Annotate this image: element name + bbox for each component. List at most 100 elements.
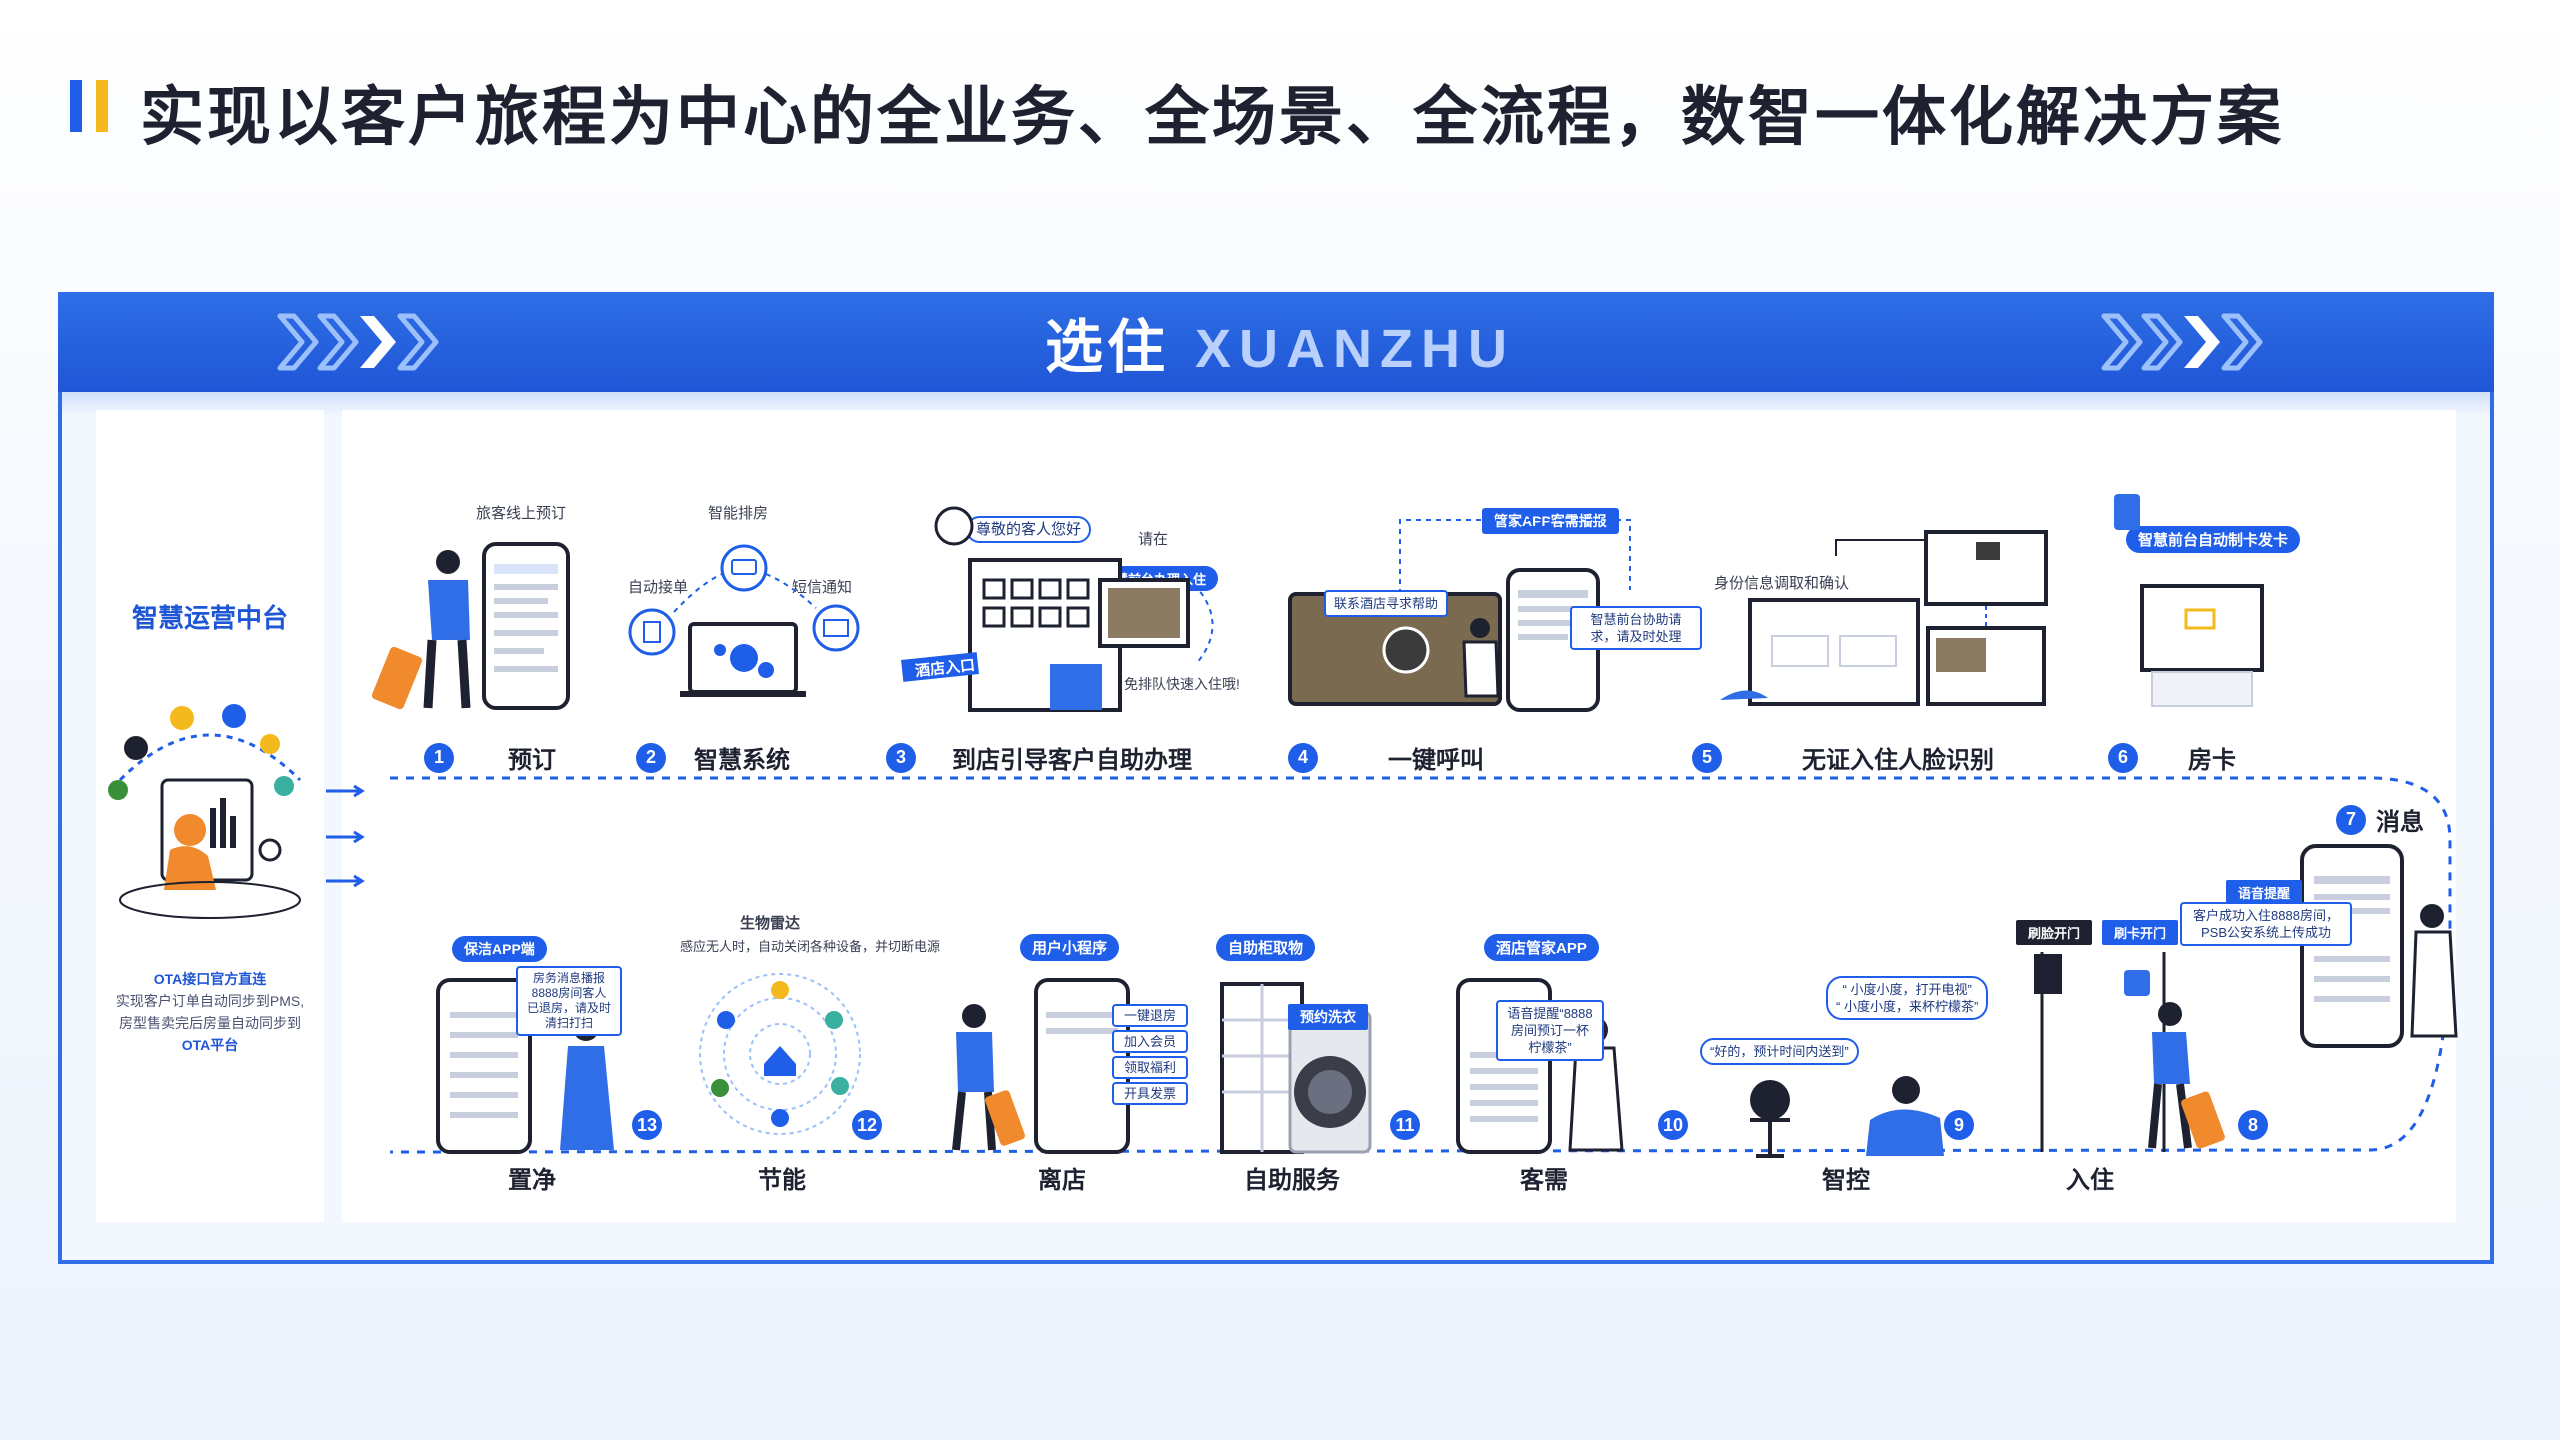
step-number: 3	[886, 742, 916, 773]
step-label: 一键呼叫	[1388, 747, 1484, 774]
step-8: 入住	[2066, 1160, 2114, 1195]
guest-request-illustration	[1456, 978, 1624, 1154]
banner-title-en: XUANZHU	[1195, 319, 1515, 379]
step-label: 自助服务	[1244, 1167, 1340, 1194]
step-label: 客需	[1520, 1167, 1568, 1194]
journey-path	[389, 776, 2452, 1154]
step-4: 4 一键呼叫	[1288, 740, 1484, 775]
step-7: 7 消息	[2336, 802, 2424, 837]
step-energy-number: 12	[852, 1110, 882, 1140]
message-illustration	[2300, 844, 2458, 1048]
step-13: 置净	[508, 1160, 556, 1195]
step12-item-3: 领取福利	[1112, 1056, 1189, 1079]
step12-item-1: 一键退房	[1112, 1004, 1189, 1027]
step12-tag: 用户小程序	[1020, 934, 1120, 961]
smart-control-illustration	[1750, 1076, 1944, 1158]
step13-tag: 保洁APP端	[452, 936, 547, 962]
step10-tag: 酒店管家APP	[1484, 934, 1599, 961]
step-label: 智控	[1822, 1167, 1870, 1194]
step7-tag: 语音提醒	[2226, 880, 2303, 905]
step-11-number: 11	[1390, 1110, 1420, 1140]
step-number: 5	[1692, 742, 1722, 773]
ops-note-line4: OTA平台	[181, 1037, 239, 1053]
check-in-illustration	[2034, 952, 2225, 1152]
step3-bubble: 尊敬的客人您好	[966, 516, 1092, 543]
ops-center-title: 智慧运营中台	[131, 603, 288, 633]
flow-arrow-icon	[326, 874, 365, 888]
step-13-number: 13	[632, 1110, 662, 1140]
step-3: 3 到店引导客户自助办理	[886, 740, 1192, 775]
booking-illustration	[371, 542, 570, 710]
ops-note-line1: OTA接口官方直连	[153, 971, 267, 987]
chevrons-right-icon	[2101, 313, 2263, 371]
bio-radar-illustration	[699, 973, 861, 1135]
step4-box1: 联系酒店寻求帮助	[1324, 590, 1449, 617]
ops-center-note: OTA接口官方直连 实现客户订单自动同步到PMS, 房型售卖完后房量自动同步到 …	[104, 968, 316, 1056]
step-label: 无证入住人脸识别	[1802, 747, 1994, 774]
step12-item-2: 加入会员	[1112, 1030, 1189, 1053]
step11-tag2: 预约洗衣	[1288, 1004, 1368, 1030]
face-recognition-illustration	[1720, 530, 2048, 706]
step-10: 客需	[1520, 1160, 1568, 1195]
step-9-number: 9	[1944, 1110, 1974, 1140]
step-label: 消息	[2376, 809, 2424, 836]
step-number: 6	[2108, 742, 2138, 773]
step-label: 房卡	[2188, 747, 2236, 774]
step-number: 7	[2336, 804, 2366, 835]
step13-box: 房务消息播报8888房间客人已退房，请及时清扫打扫	[516, 966, 622, 1036]
journey-panel	[342, 410, 2456, 1222]
step-label: 节能	[758, 1167, 806, 1194]
banner-title: 选住 XUANZHU	[0, 300, 2560, 384]
step12-item-4: 开具发票	[1112, 1082, 1189, 1105]
radar-sub: 感应无人时，自动关闭各种设备，并切断电源	[680, 939, 941, 954]
step4-box2: 智慧前台协助请求，请及时处理	[1570, 606, 1702, 650]
banner	[58, 292, 2494, 392]
step-label: 到店引导客户自助办理	[952, 747, 1192, 774]
step4-tag: 管家APP客需播报	[1482, 508, 1619, 534]
step2-caption: 智能排房	[708, 505, 769, 522]
step-10-number: 10	[1658, 1110, 1688, 1140]
step-6: 6 房卡	[2108, 740, 2236, 775]
step-number: 4	[1288, 742, 1318, 773]
step-label: 智慧系统	[694, 747, 790, 774]
self-service-illustration	[1220, 982, 1372, 1154]
card-dispenser-illustration	[2114, 494, 2264, 707]
step2-right-caption: 短信通知	[792, 579, 853, 596]
step5-caption: 身份信息调取和确认	[1714, 575, 1850, 592]
radar-caption: 生物雷达	[740, 915, 801, 932]
step9-box1-line: “ 小度小度，打开电视”	[1842, 982, 1972, 997]
page-title: 实现以客户旅程为中心的全业务、全场景、全流程，数智一体化解决方案	[140, 81, 2284, 153]
step3-sub: 请在	[1138, 531, 1169, 548]
step2-left-caption: 自动接单	[628, 579, 689, 596]
step1-caption: 旅客线上预订	[476, 505, 567, 522]
step8-tag2: 刷卡开门	[2102, 920, 2179, 945]
step7-box: 客户成功入住8888房间，PSB公安系统上传成功	[2180, 902, 2352, 946]
step6-tag: 智慧前台自动制卡发卡	[2126, 526, 2301, 553]
step-12: 离店	[1038, 1160, 1086, 1195]
step-label: 置净	[508, 1167, 556, 1194]
ops-note-line3: 房型售卖完后房量自动同步到	[119, 1015, 301, 1031]
flow-arrow-icon	[326, 830, 365, 844]
title-accent-yellow	[96, 80, 108, 132]
step-energy: 节能	[758, 1160, 806, 1195]
checkout-illustration	[952, 978, 1130, 1154]
step11-tag: 自助柜取物	[1216, 934, 1316, 961]
banner-title-cn: 选住	[1044, 315, 1169, 380]
step3-note: 免排队快速入住哦!	[1124, 676, 1240, 692]
smart-system-illustration	[628, 544, 860, 697]
step-label: 入住	[2066, 1167, 2114, 1194]
title-accent-blue	[70, 80, 82, 132]
step-11: 自助服务	[1244, 1160, 1340, 1195]
step9-box3: “好的，预计时间内送到”	[1700, 1038, 1859, 1065]
hotel-entrance-illustration	[901, 506, 1214, 712]
step10-box: 语音提醒“8888房间预订一杯柠檬茶”	[1496, 1000, 1604, 1061]
step-5: 5 无证入住人脸识别	[1692, 740, 1994, 775]
chevrons-left-icon	[277, 313, 439, 371]
step-label: 预订	[508, 747, 556, 774]
step9-box1: “ 小度小度，打开电视” “ 小度小度，来杯柠檬茶”	[1826, 976, 1989, 1020]
step9-box2-line: “ 小度小度，来杯柠檬茶”	[1836, 999, 1979, 1014]
step-9: 智控	[1822, 1160, 1870, 1195]
step-8-number: 8	[2238, 1110, 2268, 1140]
